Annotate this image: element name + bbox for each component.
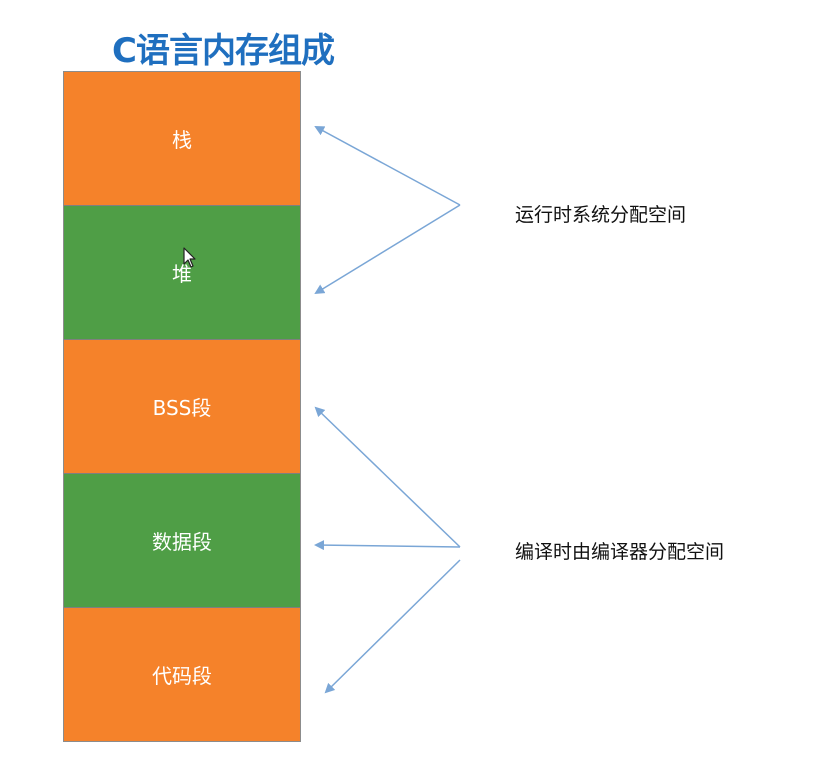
- page-title: C语言内存组成: [112, 31, 335, 71]
- segment-stack: 栈: [64, 72, 300, 206]
- compile-time-allocation-note: 编译时由编译器分配空间: [515, 541, 725, 563]
- segment-data-label: 数据段: [152, 530, 212, 554]
- arrow-runtime-to-stack: [314, 126, 461, 206]
- arrow-runtime-to-heap: [314, 204, 461, 295]
- arrow-compile-to-data: [314, 540, 461, 551]
- arrow-compile-to-bss: [314, 406, 461, 548]
- segment-bss: BSS段: [64, 340, 300, 474]
- segment-code: 代码段: [64, 608, 300, 741]
- mouse-pointer-icon: [183, 247, 196, 268]
- segment-code-label: 代码段: [152, 664, 212, 688]
- runtime-allocation-note: 运行时系统分配空间: [515, 204, 687, 226]
- arrow-compile-to-code: [324, 559, 461, 694]
- segment-data: 数据段: [64, 474, 300, 608]
- segment-stack-label: 栈: [172, 128, 192, 152]
- segment-heap-label: 堆: [172, 262, 192, 286]
- segment-bss-label: BSS段: [152, 396, 212, 420]
- segment-heap: 堆: [64, 206, 300, 340]
- memory-layout-stack: 栈 堆 BSS段 数据段 代码段: [63, 71, 301, 742]
